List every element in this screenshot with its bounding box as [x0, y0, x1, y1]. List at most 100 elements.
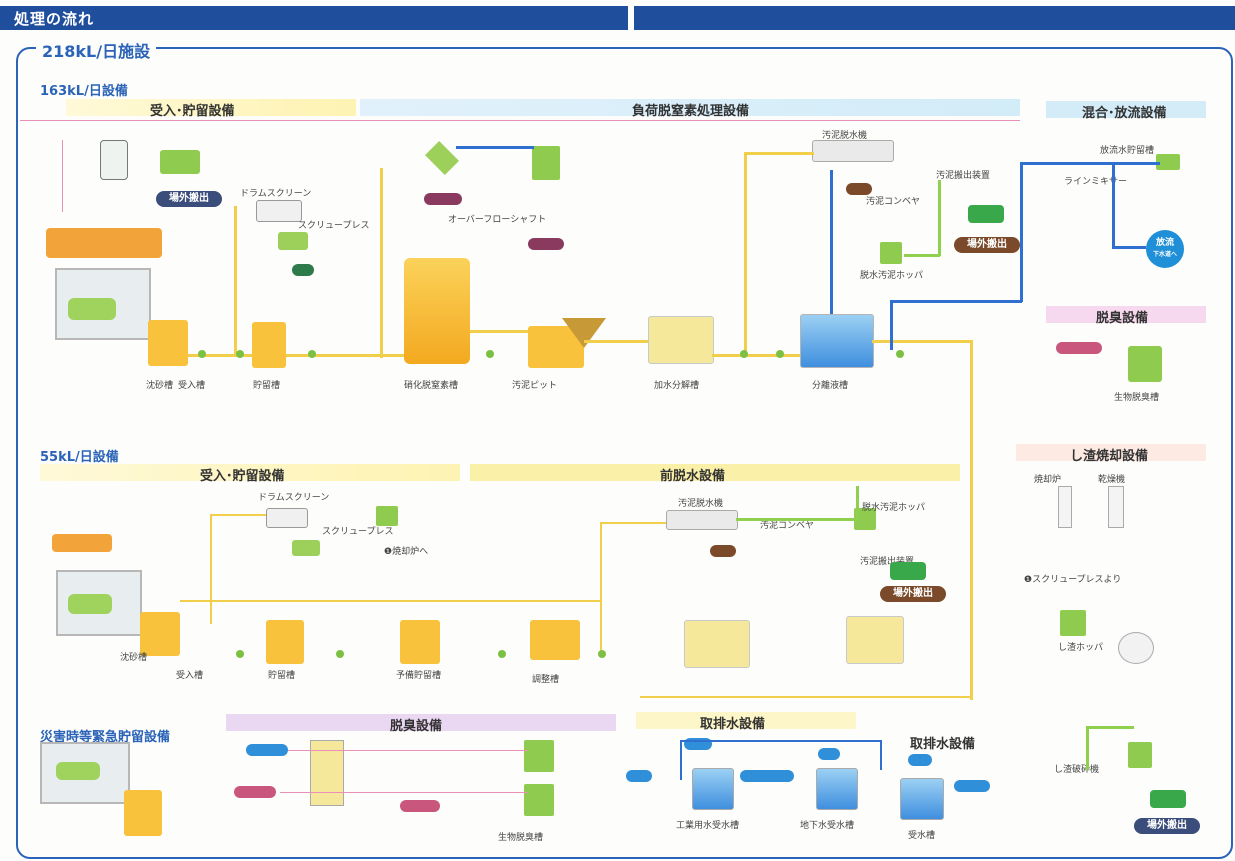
screw-press-icon: [278, 232, 308, 250]
truck-icon: [968, 205, 1004, 223]
tank-icon: [100, 140, 128, 180]
band-deodor-1: [1046, 306, 1206, 323]
band-water-2-label: 取排水設備: [910, 737, 976, 752]
pipe: [640, 696, 970, 698]
dewater-icon-2: [666, 510, 738, 530]
truck-icon: [68, 298, 116, 320]
pipe: [210, 514, 266, 516]
pump-icon: [486, 350, 494, 358]
sludge-out-label-2: 汚泥搬出装置: [860, 557, 915, 567]
settler-cone: [562, 318, 606, 348]
band-predewater: [470, 464, 960, 481]
sludge-pipe: [938, 180, 941, 256]
incinerator-label: 焼却炉: [1034, 475, 1062, 485]
section-disaster-title: 災害時等緊急貯留設備: [40, 730, 171, 745]
band-water-1: [636, 712, 856, 729]
water-pill: [818, 748, 840, 760]
pipe: [286, 354, 404, 357]
hopper-label: し渣ホッパ: [1058, 643, 1104, 653]
sludge-pipe: [1088, 726, 1134, 729]
pill: [846, 183, 872, 195]
section-55-title: 55kL/日設備: [40, 450, 119, 465]
truck-icon: [68, 594, 112, 614]
pink-line: [20, 120, 1020, 121]
band-receiving-1: [66, 99, 356, 116]
water-tank-2-label: 地下水受水槽: [800, 821, 855, 831]
separation-tank: [800, 314, 874, 368]
conveyor-label-2: 汚泥コンベヤ: [760, 521, 815, 531]
pipe: [234, 206, 237, 356]
storage-tank-label: 貯留槽: [253, 381, 281, 391]
truck-icon: [56, 762, 100, 780]
truck-icon: [1150, 790, 1186, 808]
crusher-label: し渣破砕機: [1054, 765, 1100, 775]
page-title: 処理の流れ: [14, 10, 95, 28]
water-pipe: [1020, 162, 1023, 302]
pipe: [744, 152, 814, 155]
deodor-tower-2: [524, 784, 554, 816]
receive-tank-label: 受入槽: [178, 381, 206, 391]
pill: [710, 545, 736, 557]
adjust-tank-label: 調整槽: [532, 675, 560, 685]
bio-deodor-label-2: 生物脱臭槽: [498, 833, 544, 843]
pump-icon: [236, 350, 244, 358]
water-pill: [740, 770, 794, 782]
reaction-tank: [404, 258, 470, 364]
bio-deodor-label: 生物脱臭槽: [1114, 393, 1160, 403]
dewater-label-2: 汚泥脱水機: [678, 499, 724, 509]
to-bunker-label: ❶焼却炉へ: [384, 547, 429, 557]
chem-deodor-icon: [310, 740, 344, 806]
hydrolysis-tank: [648, 316, 714, 364]
band-nitrogen: [360, 99, 1020, 116]
hopper-icon-2: [376, 506, 398, 526]
release-badge: 放流 下水道へ: [1146, 230, 1184, 268]
bin-icon: [1128, 742, 1152, 768]
settling-tank: [148, 320, 188, 366]
pink-line: [280, 792, 528, 793]
band-deodor-2: [226, 714, 616, 731]
water-pipe: [680, 740, 880, 742]
gas-pill: [424, 193, 462, 205]
mix-tank-label: 放流水貯留槽: [1100, 146, 1155, 156]
water-tank-2: [816, 768, 858, 810]
section-163-title: 163kL/日設備: [40, 84, 128, 99]
water-pipe: [880, 740, 882, 770]
band-receiving-1-label: 受入･貯留設備: [150, 104, 235, 119]
water-pill: [626, 770, 652, 782]
offsite-badge: 場外搬出: [954, 237, 1020, 253]
pump-icon: [498, 650, 506, 658]
water-tank-1: [692, 768, 734, 810]
dewater-label: 汚泥脱水機: [822, 131, 868, 141]
screw-from-label: ❶スクリュープレスより: [1024, 575, 1122, 585]
water-pipe: [890, 300, 893, 350]
band-predewater-label: 前脱水設備: [660, 469, 726, 484]
band-incinerate: [1016, 444, 1206, 461]
hopper-icon-3: [854, 508, 876, 530]
pump-icon: [598, 650, 606, 658]
sludge-pipe: [1086, 726, 1089, 770]
emergency-garage: [40, 742, 130, 804]
gas-pill: [246, 744, 288, 756]
storage-tank-2-label: 貯留槽: [268, 671, 296, 681]
release-label: 放流: [1155, 238, 1174, 248]
sludge-pipe: [856, 486, 859, 520]
pretreat-tank-2: [846, 616, 904, 664]
water-tank-1-label: 工業用水受水槽: [676, 821, 740, 831]
bio-deodor-icon: [1128, 346, 1162, 382]
pipe: [600, 522, 666, 524]
separation-tank-label: 分離液槽: [812, 381, 849, 391]
band-receiving-2-label: 受入･貯留設備: [200, 469, 285, 484]
callout-box: [52, 534, 112, 552]
kiln-icon: [1108, 486, 1124, 528]
pipe: [584, 340, 648, 343]
mix-tank-icon: [1156, 154, 1180, 170]
sludge-out-label: 汚泥搬出装置: [936, 171, 991, 181]
pump-icon: [198, 350, 206, 358]
band-mixing: [1046, 101, 1206, 118]
header-gap: [628, 6, 634, 30]
offsite-badge: 場外搬出: [1134, 818, 1200, 834]
pump-icon: [308, 350, 316, 358]
deodor-tower-1: [524, 740, 554, 772]
hydrolysis-label: 加水分解槽: [654, 381, 700, 391]
overflow-label: オーバーフローシャフト: [448, 215, 547, 225]
